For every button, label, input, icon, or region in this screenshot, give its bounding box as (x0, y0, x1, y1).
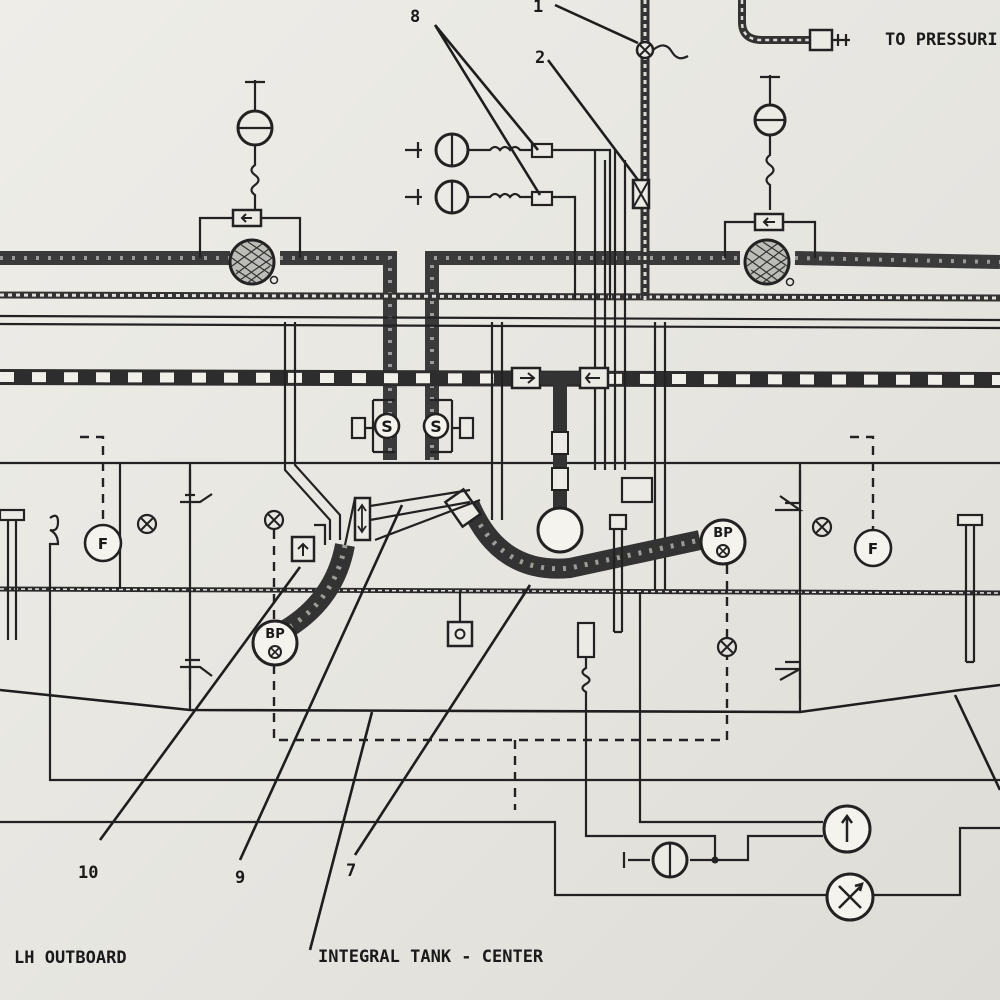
to-pressurization-label: TO PRESSURI (885, 30, 998, 50)
right-pump-assembly (723, 75, 817, 287)
sensor-s-right: S (422, 398, 475, 454)
boost-pump-right-label: BP (713, 526, 732, 541)
integral-tank-center-label: INTEGRAL TANK - CENTER (318, 947, 544, 967)
center-valves (510, 366, 654, 520)
fuel-pressure-indicator (822, 804, 872, 854)
tank-structure (0, 461, 1000, 714)
fuel-quantity-right: F (850, 435, 893, 568)
callout-10: 10 (78, 863, 98, 883)
fuel-quantity-left-label: F (98, 535, 108, 553)
vent-pipe-vertical (635, 0, 689, 300)
vent-line (0, 314, 1000, 330)
capacitance-probes (180, 470, 804, 700)
callout-2: 2 (535, 48, 545, 68)
callout-leaders (98, 3, 1000, 951)
valve-2 (631, 178, 651, 210)
left-boost-line (279, 523, 355, 639)
lh-outboard-label: LH OUTBOARD (14, 948, 127, 968)
braided-line (0, 291, 1000, 302)
main-fuel-line (0, 251, 1000, 460)
callout-7: 7 (346, 861, 356, 881)
checkered-line (0, 369, 1000, 388)
fuel-quantity-indicator (825, 872, 875, 922)
collector-sump (333, 487, 703, 591)
valve-1 (635, 40, 689, 60)
boost-pump-right: BP (699, 518, 747, 566)
fuel-quantity-left: F (80, 435, 123, 563)
pressurization-line (738, 0, 850, 52)
boost-pump-left-label: BP (265, 627, 284, 642)
fuel-quantity-right-label: F (868, 540, 878, 558)
boost-pump-left: BP (251, 619, 299, 667)
sensor-s-right-label: S (430, 417, 442, 436)
callout-8: 8 (410, 7, 420, 27)
callout-1: 1 (533, 0, 543, 17)
left-pump-assembly (198, 80, 302, 286)
callout-9: 9 (235, 868, 245, 888)
dashed-wiring (272, 530, 729, 810)
sensor-s-left-label: S (381, 417, 393, 436)
sender-units (0, 508, 1000, 782)
bottom-wiring (0, 592, 1000, 922)
center-pipes (283, 150, 667, 590)
sensor-s-left: S (350, 398, 401, 454)
pressure-switches (405, 132, 612, 300)
